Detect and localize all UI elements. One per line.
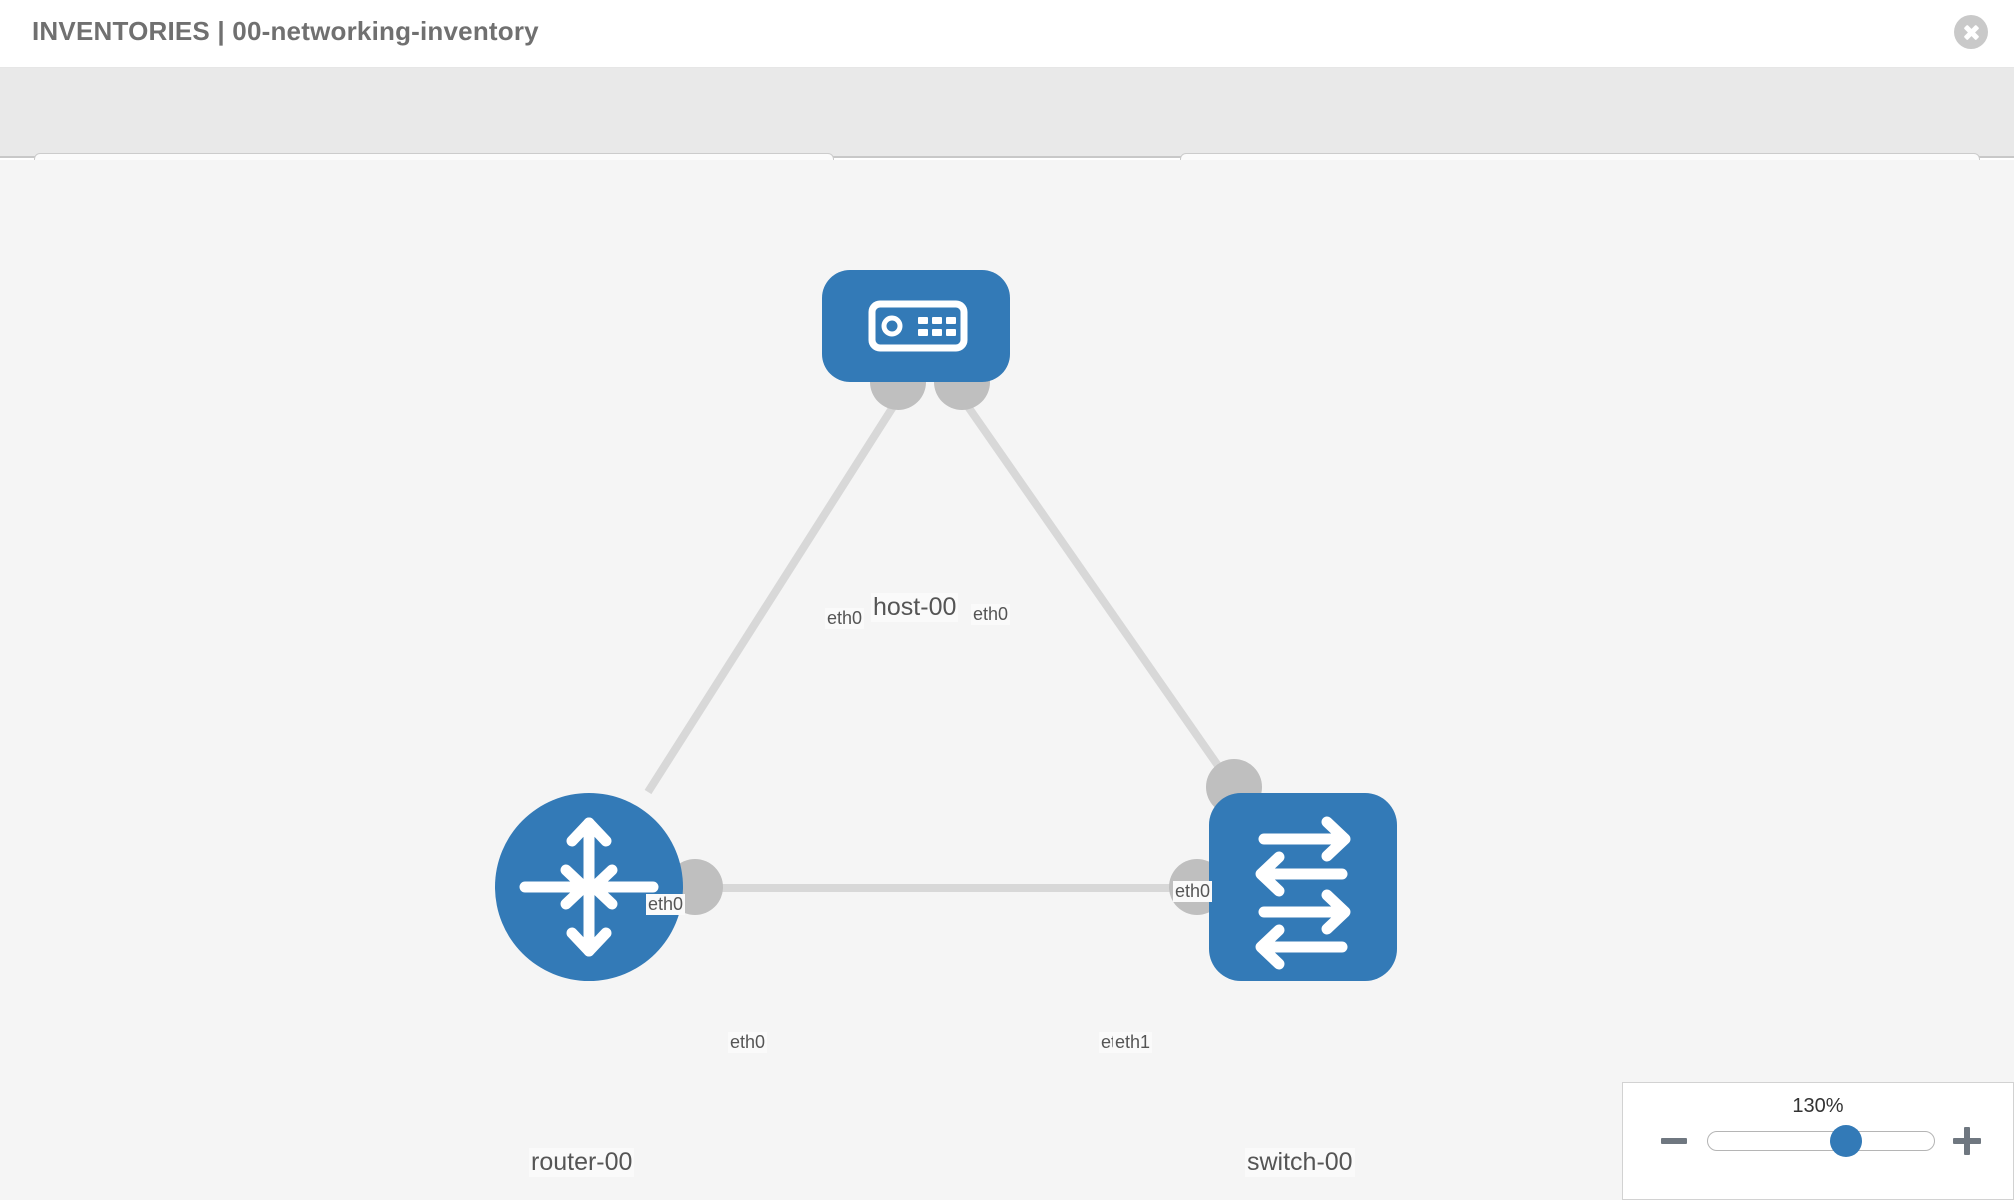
- zoom-in-button[interactable]: [1953, 1127, 1981, 1155]
- zoom-out-button[interactable]: [1661, 1127, 1689, 1155]
- zoom-slider-thumb[interactable]: [1829, 1125, 1862, 1157]
- edge-group: [644, 385, 1232, 892]
- router-arrows-icon: [519, 817, 659, 957]
- switch-arrows-icon: [1255, 816, 1351, 970]
- edge-host00-switch00[interactable]: [951, 385, 1232, 783]
- port-group: [667, 354, 1262, 915]
- node-label-router-00: router-00: [529, 1148, 635, 1177]
- toolbar: ACTIONS SEARCH: [0, 68, 2014, 205]
- zoom-level-label: 130%: [1792, 1095, 1844, 1117]
- zoom-control-panel: 130%: [1622, 1082, 2014, 1200]
- topology-canvas[interactable]: host-00 router-00 switch-00 eth0 eth0 et…: [0, 160, 2014, 1200]
- node-label-host-00: host-00: [871, 593, 959, 622]
- page-header: INVENTORIES | 00-networking-inventory: [0, 0, 2014, 68]
- edge-label-host00-eth0-left: eth0: [825, 608, 865, 629]
- edge-label-host00-eth0-right: eth0: [971, 604, 1011, 625]
- close-icon[interactable]: [1954, 15, 1988, 49]
- edge-host00-router00[interactable]: [644, 385, 909, 795]
- node-label-switch-00: switch-00: [1245, 1148, 1355, 1177]
- zoom-slider[interactable]: [1707, 1125, 1935, 1157]
- topology-graph: [495, 270, 1397, 981]
- node-router-00[interactable]: [495, 793, 683, 981]
- edge-label-router00-eth0-up: eth0: [646, 894, 686, 915]
- edge-label-router00-eth0: eth0: [728, 1032, 768, 1053]
- node-switch-00[interactable]: [1209, 793, 1397, 981]
- edge-label-switch00-eth0-up: eth0: [1173, 881, 1213, 902]
- node-host-00[interactable]: [822, 270, 1010, 382]
- server-icon: [868, 300, 968, 352]
- edge-label-switch00-eth1: eth1: [1113, 1032, 1153, 1053]
- page-title: INVENTORIES | 00-networking-inventory: [32, 16, 539, 46]
